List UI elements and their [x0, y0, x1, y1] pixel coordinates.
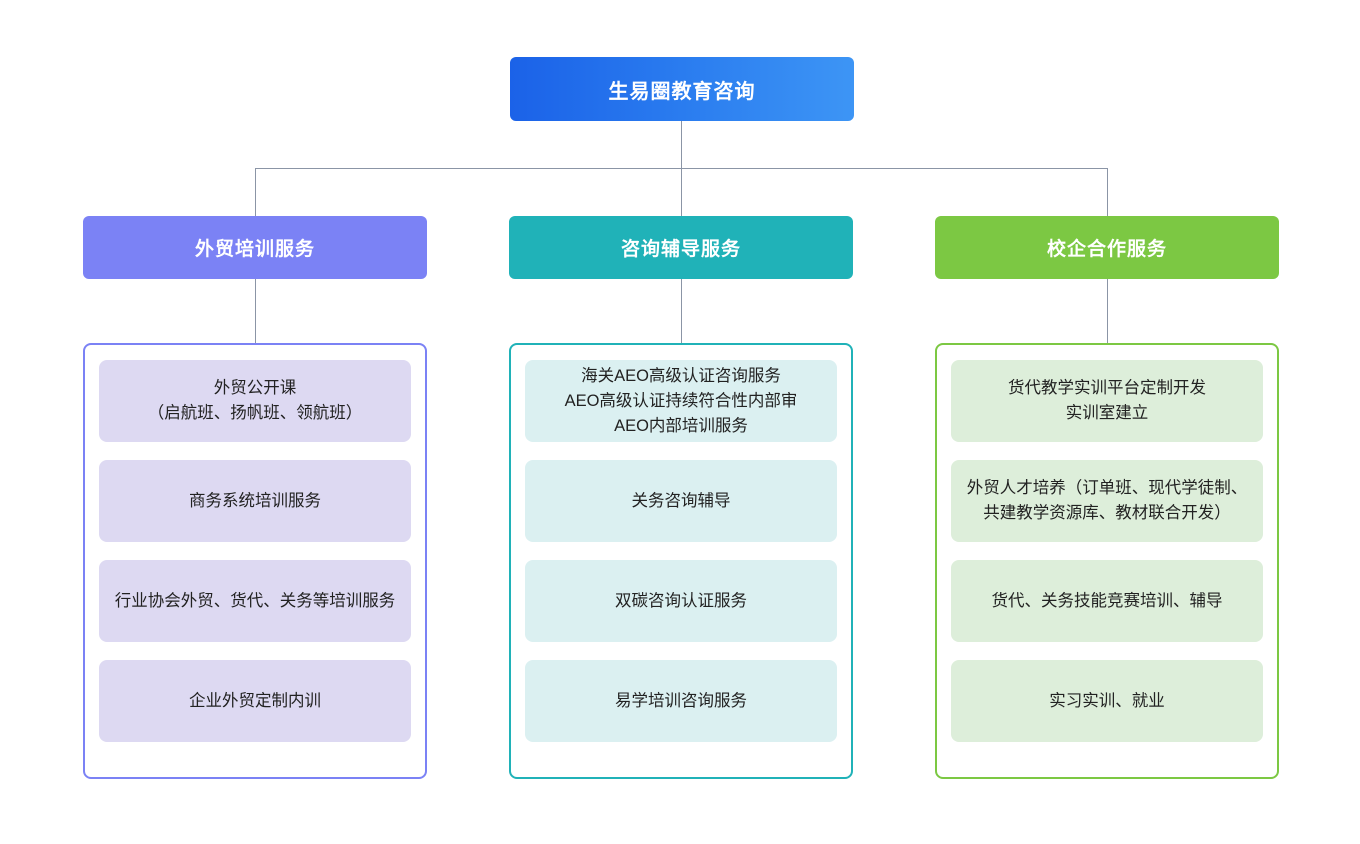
branch-item-label: 货代教学实训平台定制开发 实训室建立 — [1008, 379, 1206, 422]
branch-column-1: 外贸培训服务 外贸公开课 （启航班、扬帆班、领航班） 商务系统培训服务 行业协会… — [83, 216, 427, 779]
branch-item[interactable]: 企业外贸定制内训 — [99, 660, 411, 742]
branch-item-label: 关务咨询辅导 — [631, 491, 731, 510]
branch-body-2: 海关AEO高级认证咨询服务 AEO高级认证持续符合性内部审 AEO内部培训服务 … — [509, 343, 853, 779]
branch-item-label: 企业外贸定制内训 — [189, 691, 321, 710]
branch-header-label-1: 外贸培训服务 — [194, 239, 315, 260]
branch-header-3[interactable]: 校企合作服务 — [935, 216, 1279, 279]
branch-header-label-3: 校企合作服务 — [1046, 239, 1167, 260]
branch-item[interactable]: 外贸公开课 （启航班、扬帆班、领航班） — [99, 360, 411, 442]
branch-item-label: 行业协会外贸、货代、关务等培训服务 — [114, 591, 396, 610]
connector-stem-branch-1 — [255, 279, 256, 343]
branch-item-label: 货代、关务技能竞赛培训、辅导 — [991, 591, 1223, 610]
connector-drop-branch-3 — [1107, 168, 1108, 216]
branch-item-label: 易学培训咨询服务 — [615, 691, 747, 710]
connector-drop-branch-1 — [255, 168, 256, 216]
branch-header-2[interactable]: 咨询辅导服务 — [509, 216, 853, 279]
branch-item-label: 海关AEO高级认证咨询服务 AEO高级认证持续符合性内部审 AEO内部培训服务 — [564, 366, 798, 435]
branch-item-label: 外贸公开课 （启航班、扬帆班、领航班） — [147, 379, 363, 422]
branch-item[interactable]: 行业协会外贸、货代、关务等培训服务 — [99, 560, 411, 642]
branch-item-label: 实习实训、就业 — [1049, 691, 1165, 710]
branch-item[interactable]: 货代教学实训平台定制开发 实训室建立 — [951, 360, 1263, 442]
connector-stem-branch-3 — [1107, 279, 1108, 343]
root-node-label: 生易圈教育咨询 — [608, 80, 756, 103]
branch-item-label: 双碳咨询认证服务 — [615, 591, 747, 610]
connector-drop-branch-2 — [681, 168, 682, 216]
branch-header-label-2: 咨询辅导服务 — [620, 239, 741, 260]
branch-column-2: 咨询辅导服务 海关AEO高级认证咨询服务 AEO高级认证持续符合性内部审 AEO… — [509, 216, 853, 779]
branch-header-1[interactable]: 外贸培训服务 — [83, 216, 427, 279]
branch-body-3: 货代教学实训平台定制开发 实训室建立 外贸人才培养（订单班、现代学徒制、共建教学… — [935, 343, 1279, 779]
branch-item-label: 商务系统培训服务 — [189, 491, 321, 510]
branch-body-1: 外贸公开课 （启航班、扬帆班、领航班） 商务系统培训服务 行业协会外贸、货代、关… — [83, 343, 427, 779]
branch-item[interactable]: 商务系统培训服务 — [99, 460, 411, 542]
connector-root-stem — [681, 121, 682, 169]
root-node[interactable]: 生易圈教育咨询 — [510, 57, 854, 121]
connector-stem-branch-2 — [681, 279, 682, 343]
branch-item[interactable]: 易学培训咨询服务 — [525, 660, 837, 742]
branch-column-3: 校企合作服务 货代教学实训平台定制开发 实训室建立 外贸人才培养（订单班、现代学… — [935, 216, 1279, 779]
branch-item[interactable]: 外贸人才培养（订单班、现代学徒制、共建教学资源库、教材联合开发） — [951, 460, 1263, 542]
branch-item[interactable]: 实习实训、就业 — [951, 660, 1263, 742]
branch-item-label: 外贸人才培养（订单班、现代学徒制、共建教学资源库、教材联合开发） — [966, 479, 1248, 522]
branch-item[interactable]: 海关AEO高级认证咨询服务 AEO高级认证持续符合性内部审 AEO内部培训服务 — [525, 360, 837, 442]
branch-item[interactable]: 双碳咨询认证服务 — [525, 560, 837, 642]
branch-item[interactable]: 货代、关务技能竞赛培训、辅导 — [951, 560, 1263, 642]
branch-item[interactable]: 关务咨询辅导 — [525, 460, 837, 542]
